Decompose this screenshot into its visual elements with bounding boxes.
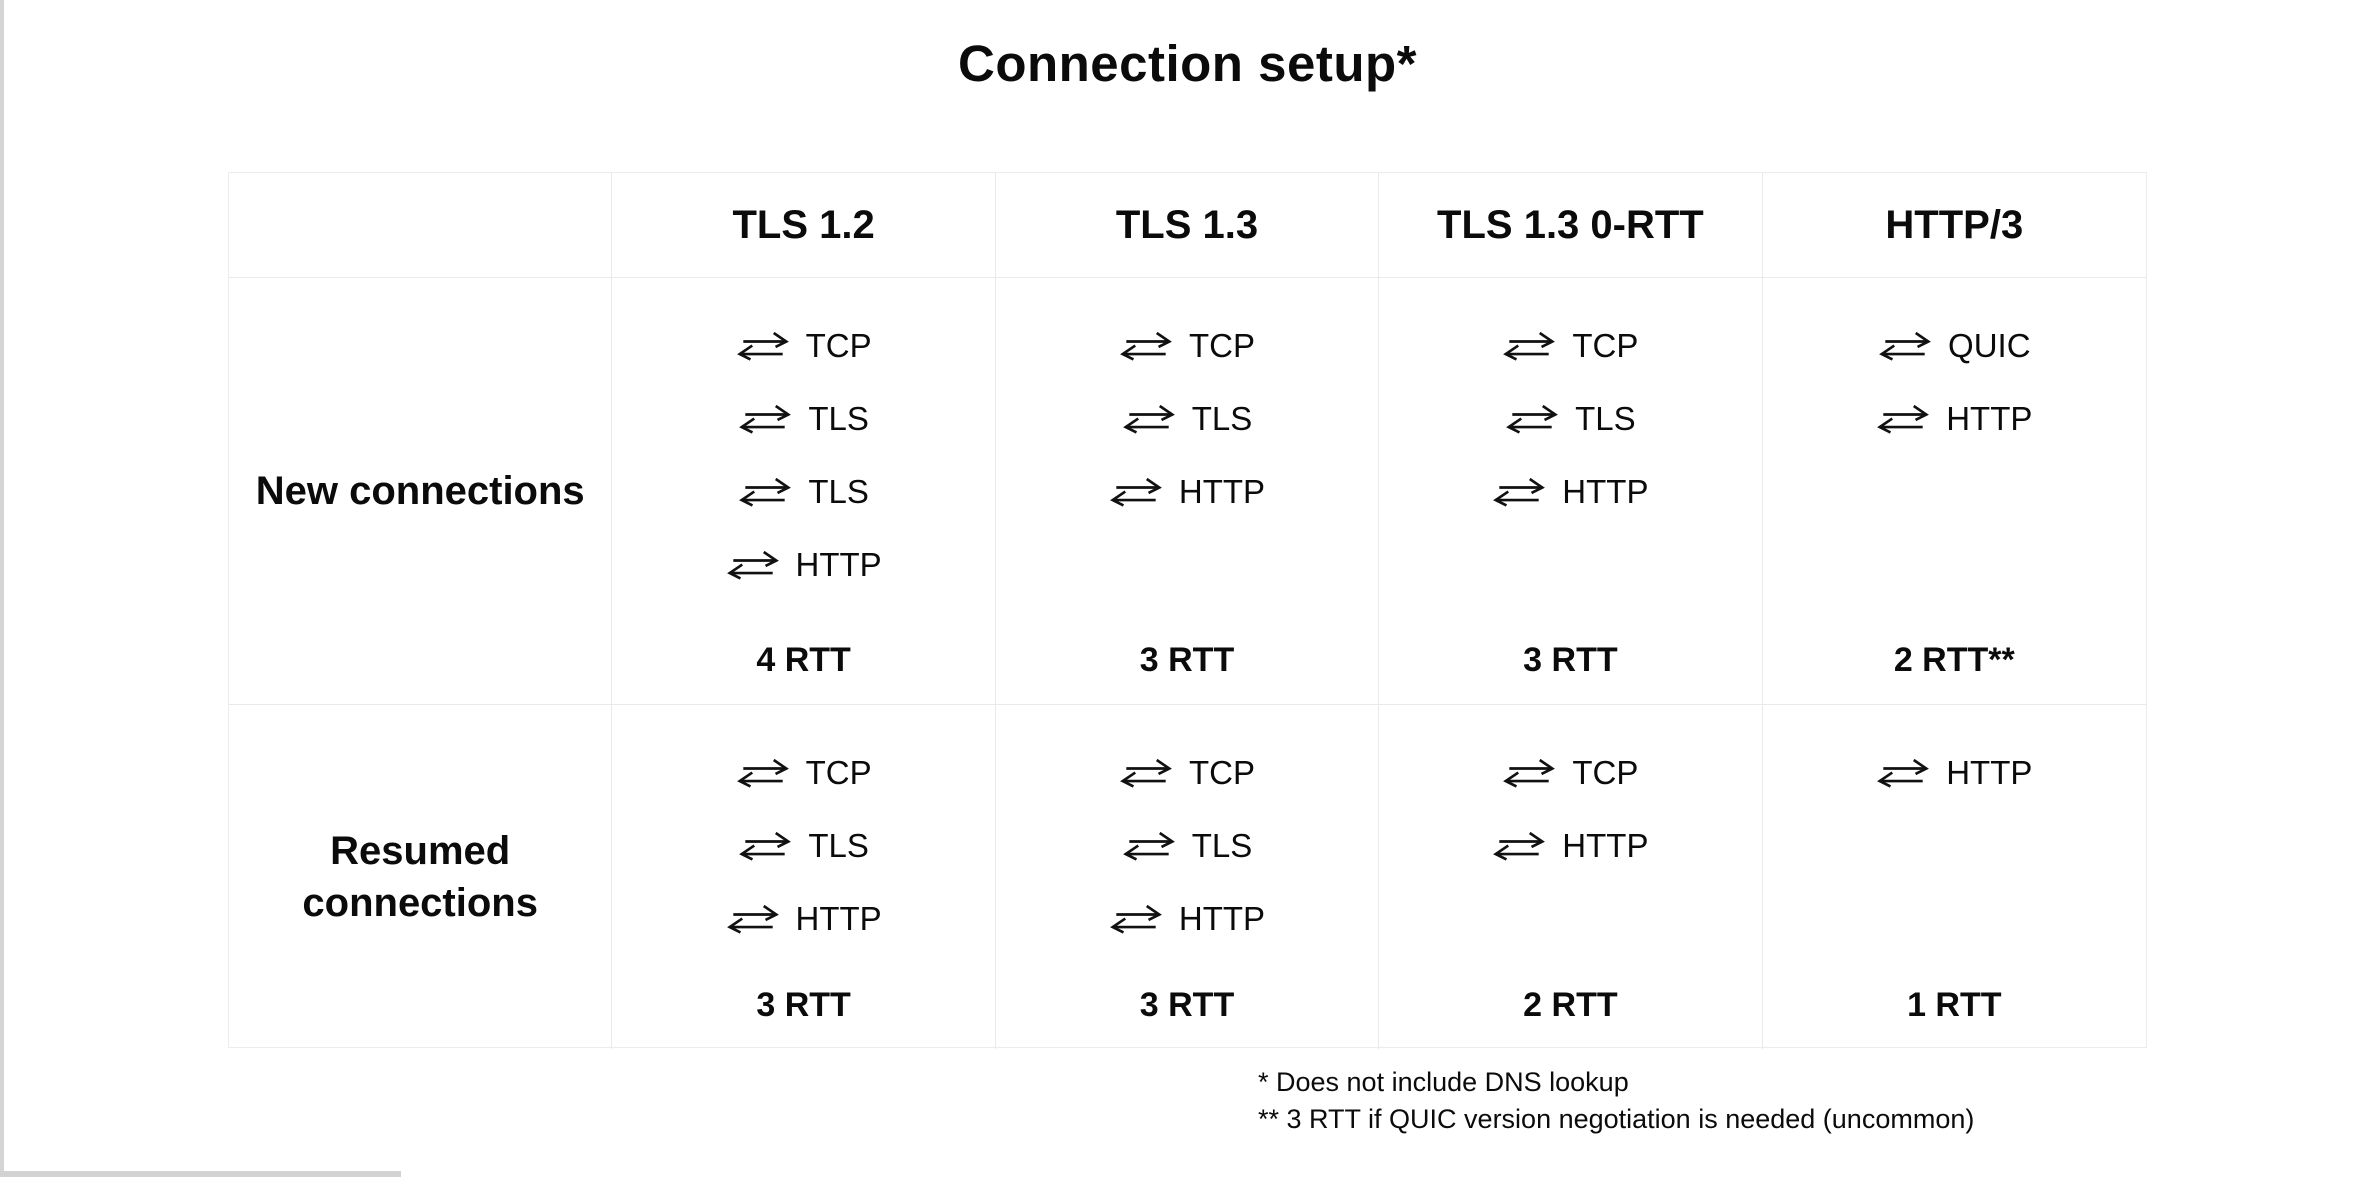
round-trip-arrows-icon (1502, 329, 1556, 363)
cell-new-tls13: TCP TLS HTTP 3 RTT (995, 278, 1380, 705)
rtt-count: 2 RTT (1523, 986, 1618, 1024)
header-cell-empty (229, 173, 613, 278)
round-trip-arrows-icon (726, 548, 780, 582)
protocol-step: TCP (1502, 754, 1639, 791)
round-trip-arrows-icon (1876, 402, 1930, 436)
protocol-step: TCP (736, 327, 872, 364)
protocol-step: QUIC (1878, 327, 2031, 364)
round-trip-arrows-icon (1122, 829, 1176, 863)
protocol-label: TLS (1191, 400, 1253, 437)
protocol-step: HTTP (1492, 473, 1649, 510)
rtt-count: 1 RTT (1907, 986, 2002, 1024)
page-left-edge (0, 0, 4, 1177)
cell-new-tls12: TCP TLS TLS HTTP 4 RTT (612, 278, 996, 705)
protocol-label: HTTP (1946, 754, 2033, 791)
protocol-step: HTTP (1492, 827, 1649, 864)
footnotes: * Does not include DNS lookup ** 3 RTT i… (1258, 1064, 1974, 1138)
rtt-count: 3 RTT (1139, 641, 1235, 679)
rtt-count: 2 RTT** (1893, 641, 2015, 679)
protocol-label: HTTP (1562, 827, 1649, 864)
round-trip-arrows-icon (1505, 402, 1559, 436)
rtt-count: 3 RTT (1139, 986, 1235, 1024)
header-tls13: TLS 1.3 (995, 173, 1380, 278)
header-tls12: TLS 1.2 (612, 173, 996, 278)
protocol-label: TCP (1188, 327, 1255, 364)
protocol-step: TLS (1122, 400, 1253, 437)
header-tls13-0rtt: TLS 1.3 0-RTT (1379, 173, 1763, 278)
round-trip-arrows-icon (1119, 329, 1173, 363)
round-trip-arrows-icon (1119, 756, 1173, 790)
protocol-step: TLS (1505, 400, 1636, 437)
footnote-dns: * Does not include DNS lookup (1258, 1067, 1629, 1097)
round-trip-arrows-icon (1492, 829, 1546, 863)
protocol-step: TLS (738, 400, 869, 437)
protocol-label: TCP (805, 754, 872, 791)
protocol-label: TLS (1191, 827, 1253, 864)
rtt-count: 3 RTT (756, 986, 851, 1024)
protocol-label: HTTP (795, 546, 882, 583)
round-trip-arrows-icon (1109, 902, 1163, 936)
connection-setup-table: TLS 1.2 TLS 1.3 TLS 1.3 0-RTT HTTP/3 New… (228, 172, 2147, 1049)
header-http3: HTTP/3 (1762, 173, 2146, 278)
protocol-label: HTTP (1946, 400, 2033, 437)
footnote-quic-negotiation: ** 3 RTT if QUIC version negotiation is … (1258, 1104, 1975, 1134)
protocol-step: TCP (736, 754, 872, 791)
rtt-count: 4 RTT (756, 641, 851, 679)
protocol-label: TLS (808, 473, 869, 510)
protocol-step: TLS (738, 473, 869, 510)
round-trip-arrows-icon (1492, 475, 1546, 509)
protocol-label: TLS (808, 827, 869, 864)
round-trip-arrows-icon (1109, 475, 1163, 509)
round-trip-arrows-icon (736, 329, 790, 363)
round-trip-arrows-icon (738, 829, 792, 863)
protocol-step: TLS (738, 827, 869, 864)
protocol-step: HTTP (726, 546, 882, 583)
row-label-new-connections: New connections (229, 278, 613, 705)
protocol-step: TCP (1119, 754, 1255, 791)
round-trip-arrows-icon (736, 756, 790, 790)
round-trip-arrows-icon (1122, 402, 1176, 436)
row-label-resumed-connections: Resumed connections (229, 705, 613, 1049)
protocol-label: HTTP (1562, 473, 1649, 510)
protocol-label: QUIC (1948, 327, 2031, 364)
page-title: Connection setup* (957, 35, 1417, 92)
rtt-count: 3 RTT (1523, 641, 1618, 679)
protocol-label: TLS (1575, 400, 1636, 437)
protocol-step: HTTP (1876, 754, 2033, 791)
protocol-step: HTTP (1109, 900, 1266, 937)
round-trip-arrows-icon (1878, 329, 1932, 363)
horizontal-scrollbar[interactable] (0, 1171, 401, 1177)
protocol-label: HTTP (1178, 473, 1266, 510)
cell-new-http3: QUIC HTTP 2 RTT** (1762, 278, 2146, 705)
cell-resumed-tls13-0rtt: TCP HTTP 2 RTT (1379, 705, 1763, 1049)
protocol-step: HTTP (1876, 400, 2033, 437)
round-trip-arrows-icon (738, 475, 792, 509)
protocol-label: TCP (1572, 754, 1639, 791)
protocol-label: TCP (805, 327, 872, 364)
round-trip-arrows-icon (1502, 756, 1556, 790)
protocol-step: TCP (1119, 327, 1255, 364)
cell-resumed-http3: HTTP 1 RTT (1763, 705, 2146, 1049)
protocol-label: TCP (1188, 754, 1255, 791)
protocol-step: TCP (1502, 327, 1639, 364)
cell-resumed-tls13: TCP TLS HTTP 3 RTT (996, 705, 1380, 1049)
protocol-label: TCP (1572, 327, 1639, 364)
protocol-step: HTTP (1109, 473, 1266, 510)
cell-new-tls13-0rtt: TCP TLS HTTP 3 RTT (1379, 278, 1763, 705)
protocol-label: HTTP (1178, 900, 1266, 937)
round-trip-arrows-icon (1876, 756, 1930, 790)
round-trip-arrows-icon (726, 902, 780, 936)
cell-resumed-tls12: TCP TLS HTTP 3 RTT (612, 705, 996, 1049)
protocol-step: HTTP (726, 900, 882, 937)
protocol-label: HTTP (795, 900, 882, 937)
round-trip-arrows-icon (738, 402, 792, 436)
protocol-label: TLS (808, 400, 869, 437)
protocol-step: TLS (1122, 827, 1253, 864)
